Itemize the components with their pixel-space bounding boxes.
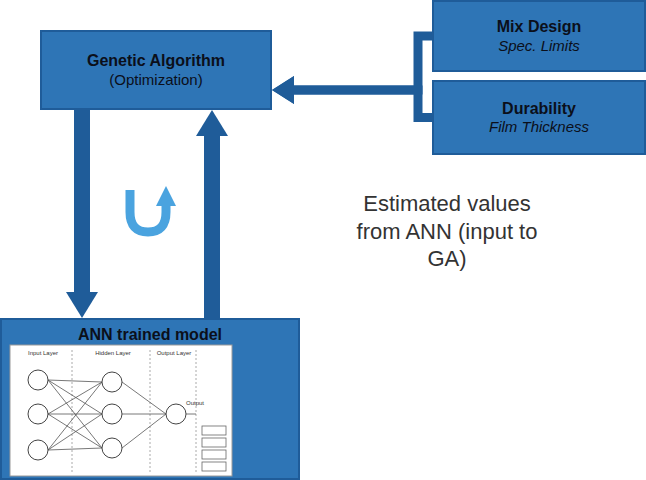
model-panel: ANN trained model bbox=[0, 318, 300, 480]
box-title: ANN trained model bbox=[78, 325, 222, 344]
flow-arrow bbox=[294, 90, 432, 118]
layer-label: Hidden Layer bbox=[86, 350, 140, 357]
process-box: Mix DesignSpec. Limits bbox=[432, 0, 646, 72]
layer-label: Output Layer bbox=[154, 350, 194, 357]
box-title: Mix Design bbox=[497, 17, 581, 36]
annotation-text: Estimated values from ANN (input to GA) bbox=[352, 190, 542, 273]
box-subtitle: (Optimization) bbox=[109, 71, 202, 89]
box-title: Genetic Algorithm bbox=[87, 51, 225, 70]
process-box: DurabilityFilm Thickness bbox=[432, 80, 646, 155]
cycle-icon bbox=[130, 186, 176, 232]
process-box: Genetic Algorithm(Optimization) bbox=[40, 30, 272, 110]
box-subtitle: Spec. Limits bbox=[498, 37, 580, 55]
flow-arrow bbox=[74, 110, 90, 292]
neural-network-illustration bbox=[10, 345, 232, 476]
flow-arrow bbox=[204, 136, 220, 318]
layer-label: Output bbox=[186, 400, 216, 407]
box-subtitle: Film Thickness bbox=[489, 118, 589, 136]
box-title: Durability bbox=[502, 99, 576, 118]
flow-arrow bbox=[294, 36, 432, 90]
layer-label: Input Layer bbox=[20, 350, 66, 357]
